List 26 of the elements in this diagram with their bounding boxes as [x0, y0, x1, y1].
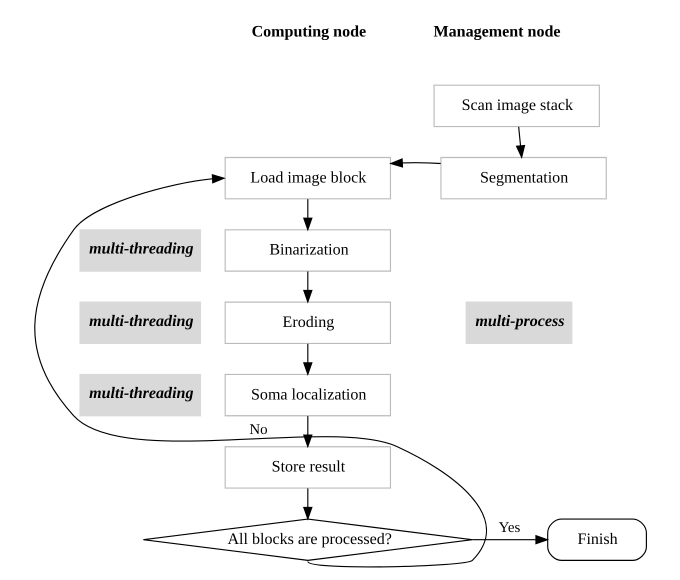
- arrow: [472, 534, 549, 545]
- arrow: [515, 126, 525, 160]
- node-diamond: All blocks are processed?: [142, 518, 472, 561]
- node-box: Soma localization: [224, 374, 391, 416]
- node-box: Segmentation: [440, 156, 606, 200]
- node-box: Store result: [224, 446, 391, 489]
- arrow: [302, 344, 312, 376]
- node-box: Load image block: [224, 156, 391, 200]
- arrow: [302, 199, 312, 232]
- node-box: multi-threading: [78, 302, 201, 344]
- arrow: [302, 416, 312, 448]
- label: Computing node: [251, 24, 366, 41]
- edge-label: No: [248, 422, 268, 438]
- node-box: Binarization: [224, 229, 391, 272]
- node-box: multi-threading: [78, 374, 201, 416]
- arrow: [302, 272, 312, 304]
- node-box: Scan image stack: [433, 84, 600, 128]
- arrow: [34, 174, 486, 568]
- label: Management node: [433, 24, 560, 41]
- node-box: Finish: [546, 518, 646, 561]
- node-box: multi-threading: [78, 229, 201, 272]
- node-box: Eroding: [224, 302, 391, 344]
- edge-label: Yes: [498, 520, 520, 536]
- arrow: [388, 158, 440, 168]
- node-box: multi-process: [465, 302, 572, 344]
- arrow: [302, 488, 312, 521]
